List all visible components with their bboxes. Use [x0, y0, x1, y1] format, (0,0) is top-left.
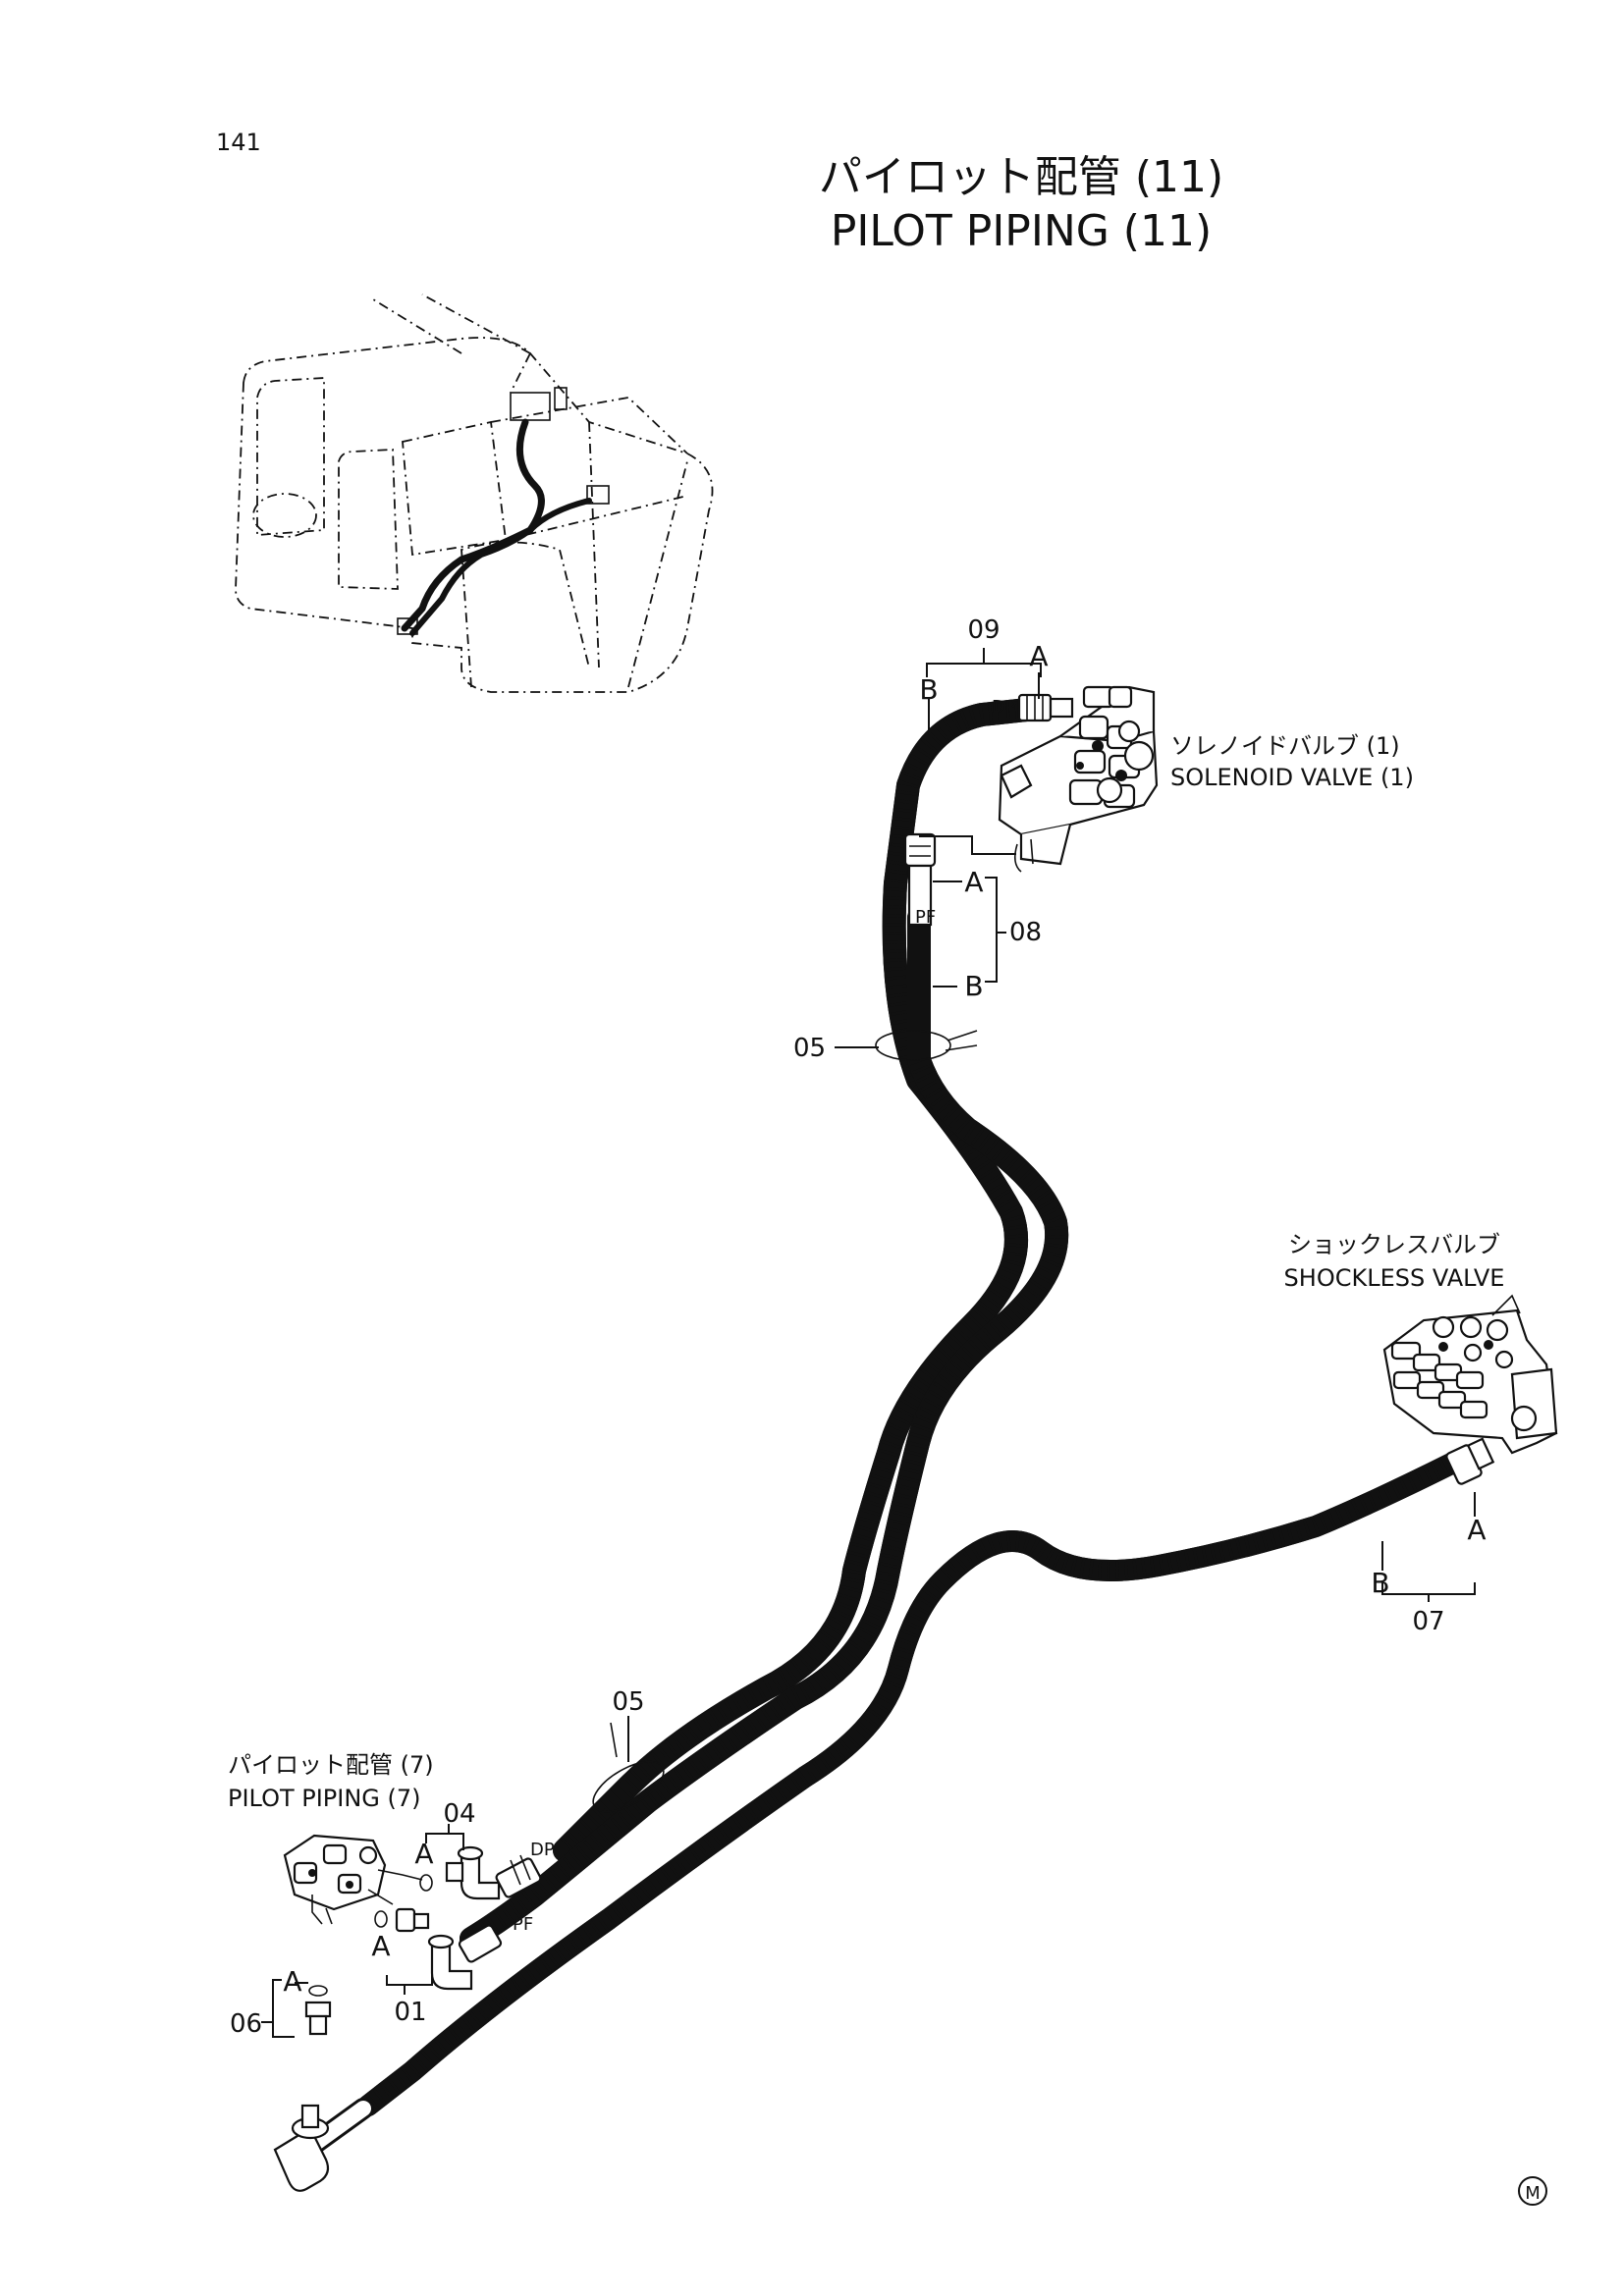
bracket-04 — [425, 1833, 464, 1850]
end-marker-04-a: A — [414, 1838, 433, 1870]
shockless-valve-label-en: SHOCKLESS VALVE — [1284, 1264, 1505, 1292]
bracket-09 — [926, 663, 1042, 677]
fitting-08-pf — [903, 832, 937, 927]
hose-08 — [460, 906, 1056, 1950]
hose-09 — [553, 697, 1048, 1862]
callout-07: 07 — [1412, 1607, 1444, 1636]
footer-mark-letter: M — [1525, 2183, 1541, 2204]
pilot-piping-7-label-jp: パイロット配管 (7) — [228, 1751, 434, 1779]
page-title-en: PILOT PIPING (11) — [831, 206, 1212, 256]
adapter-06 — [304, 1985, 332, 2036]
clamp-05-upper — [875, 1030, 978, 1061]
end-marker-01-a: A — [371, 1930, 390, 1962]
callout-09: 09 — [967, 615, 1000, 645]
hose-07 — [357, 1452, 1464, 2116]
port-label-pf-lower: PF — [513, 1914, 533, 1935]
callout-01: 01 — [394, 1998, 426, 2027]
shockless-valve-label-jp: ショックレスバルブ — [1288, 1231, 1500, 1258]
pilot-piping-7-label-en: PILOT PIPING (7) — [228, 1785, 421, 1812]
fitting-07 — [1445, 1437, 1495, 1485]
callout-06: 06 — [230, 2009, 262, 2039]
end-marker-07-a: A — [1467, 1514, 1486, 1546]
end-marker-06-a: A — [283, 1965, 301, 1998]
end-marker-08-b: B — [964, 970, 983, 1002]
footer-mark: M — [1518, 2176, 1547, 2206]
callout-05-upper: 05 — [793, 1034, 826, 1063]
bracket-01 — [386, 1963, 433, 1986]
bracket-07 — [1381, 1582, 1476, 1595]
page-number: 141 — [216, 129, 261, 156]
shockless-valve-block — [1382, 1294, 1558, 1455]
fitting-04-elbow — [457, 1845, 501, 1900]
hose-end-dp-lower — [495, 1854, 542, 1898]
port-label-pf-upper: PF — [915, 907, 936, 928]
port-label-dp-lower: DP — [530, 1840, 555, 1860]
adapter-01 — [374, 1907, 430, 1933]
hose-end-pf-lower — [458, 1924, 503, 1963]
bracket-08 — [985, 877, 998, 983]
end-marker-09-a: A — [1029, 640, 1048, 672]
callout-05-lower: 05 — [612, 1687, 644, 1717]
end-marker-09-b: B — [919, 673, 938, 706]
bracket-06 — [272, 1979, 295, 2038]
solenoid-valve-label-jp: ソレノイドバルブ (1) — [1170, 732, 1400, 760]
callout-08: 08 — [1009, 918, 1042, 947]
callout-04: 04 — [443, 1799, 475, 1829]
solenoid-valve-label-en: SOLENOID VALVE (1) — [1170, 764, 1414, 791]
fitting-09-dp — [1017, 693, 1074, 722]
excavator-cab-sketch — [235, 294, 714, 693]
end-marker-08-a: A — [964, 866, 983, 898]
adapter-04 — [419, 1861, 464, 1892]
solenoid-pf-line — [919, 835, 1016, 855]
end-marker-07-b: B — [1371, 1567, 1389, 1599]
page-title-jp: パイロット配管 (11) — [819, 152, 1223, 202]
solenoid-valve-block — [998, 685, 1159, 873]
fitting-06-elbow — [273, 2104, 330, 2192]
port-label-dp-upper: DP — [992, 697, 1016, 718]
pilot-piping-7-valve-block — [283, 1834, 423, 1925]
